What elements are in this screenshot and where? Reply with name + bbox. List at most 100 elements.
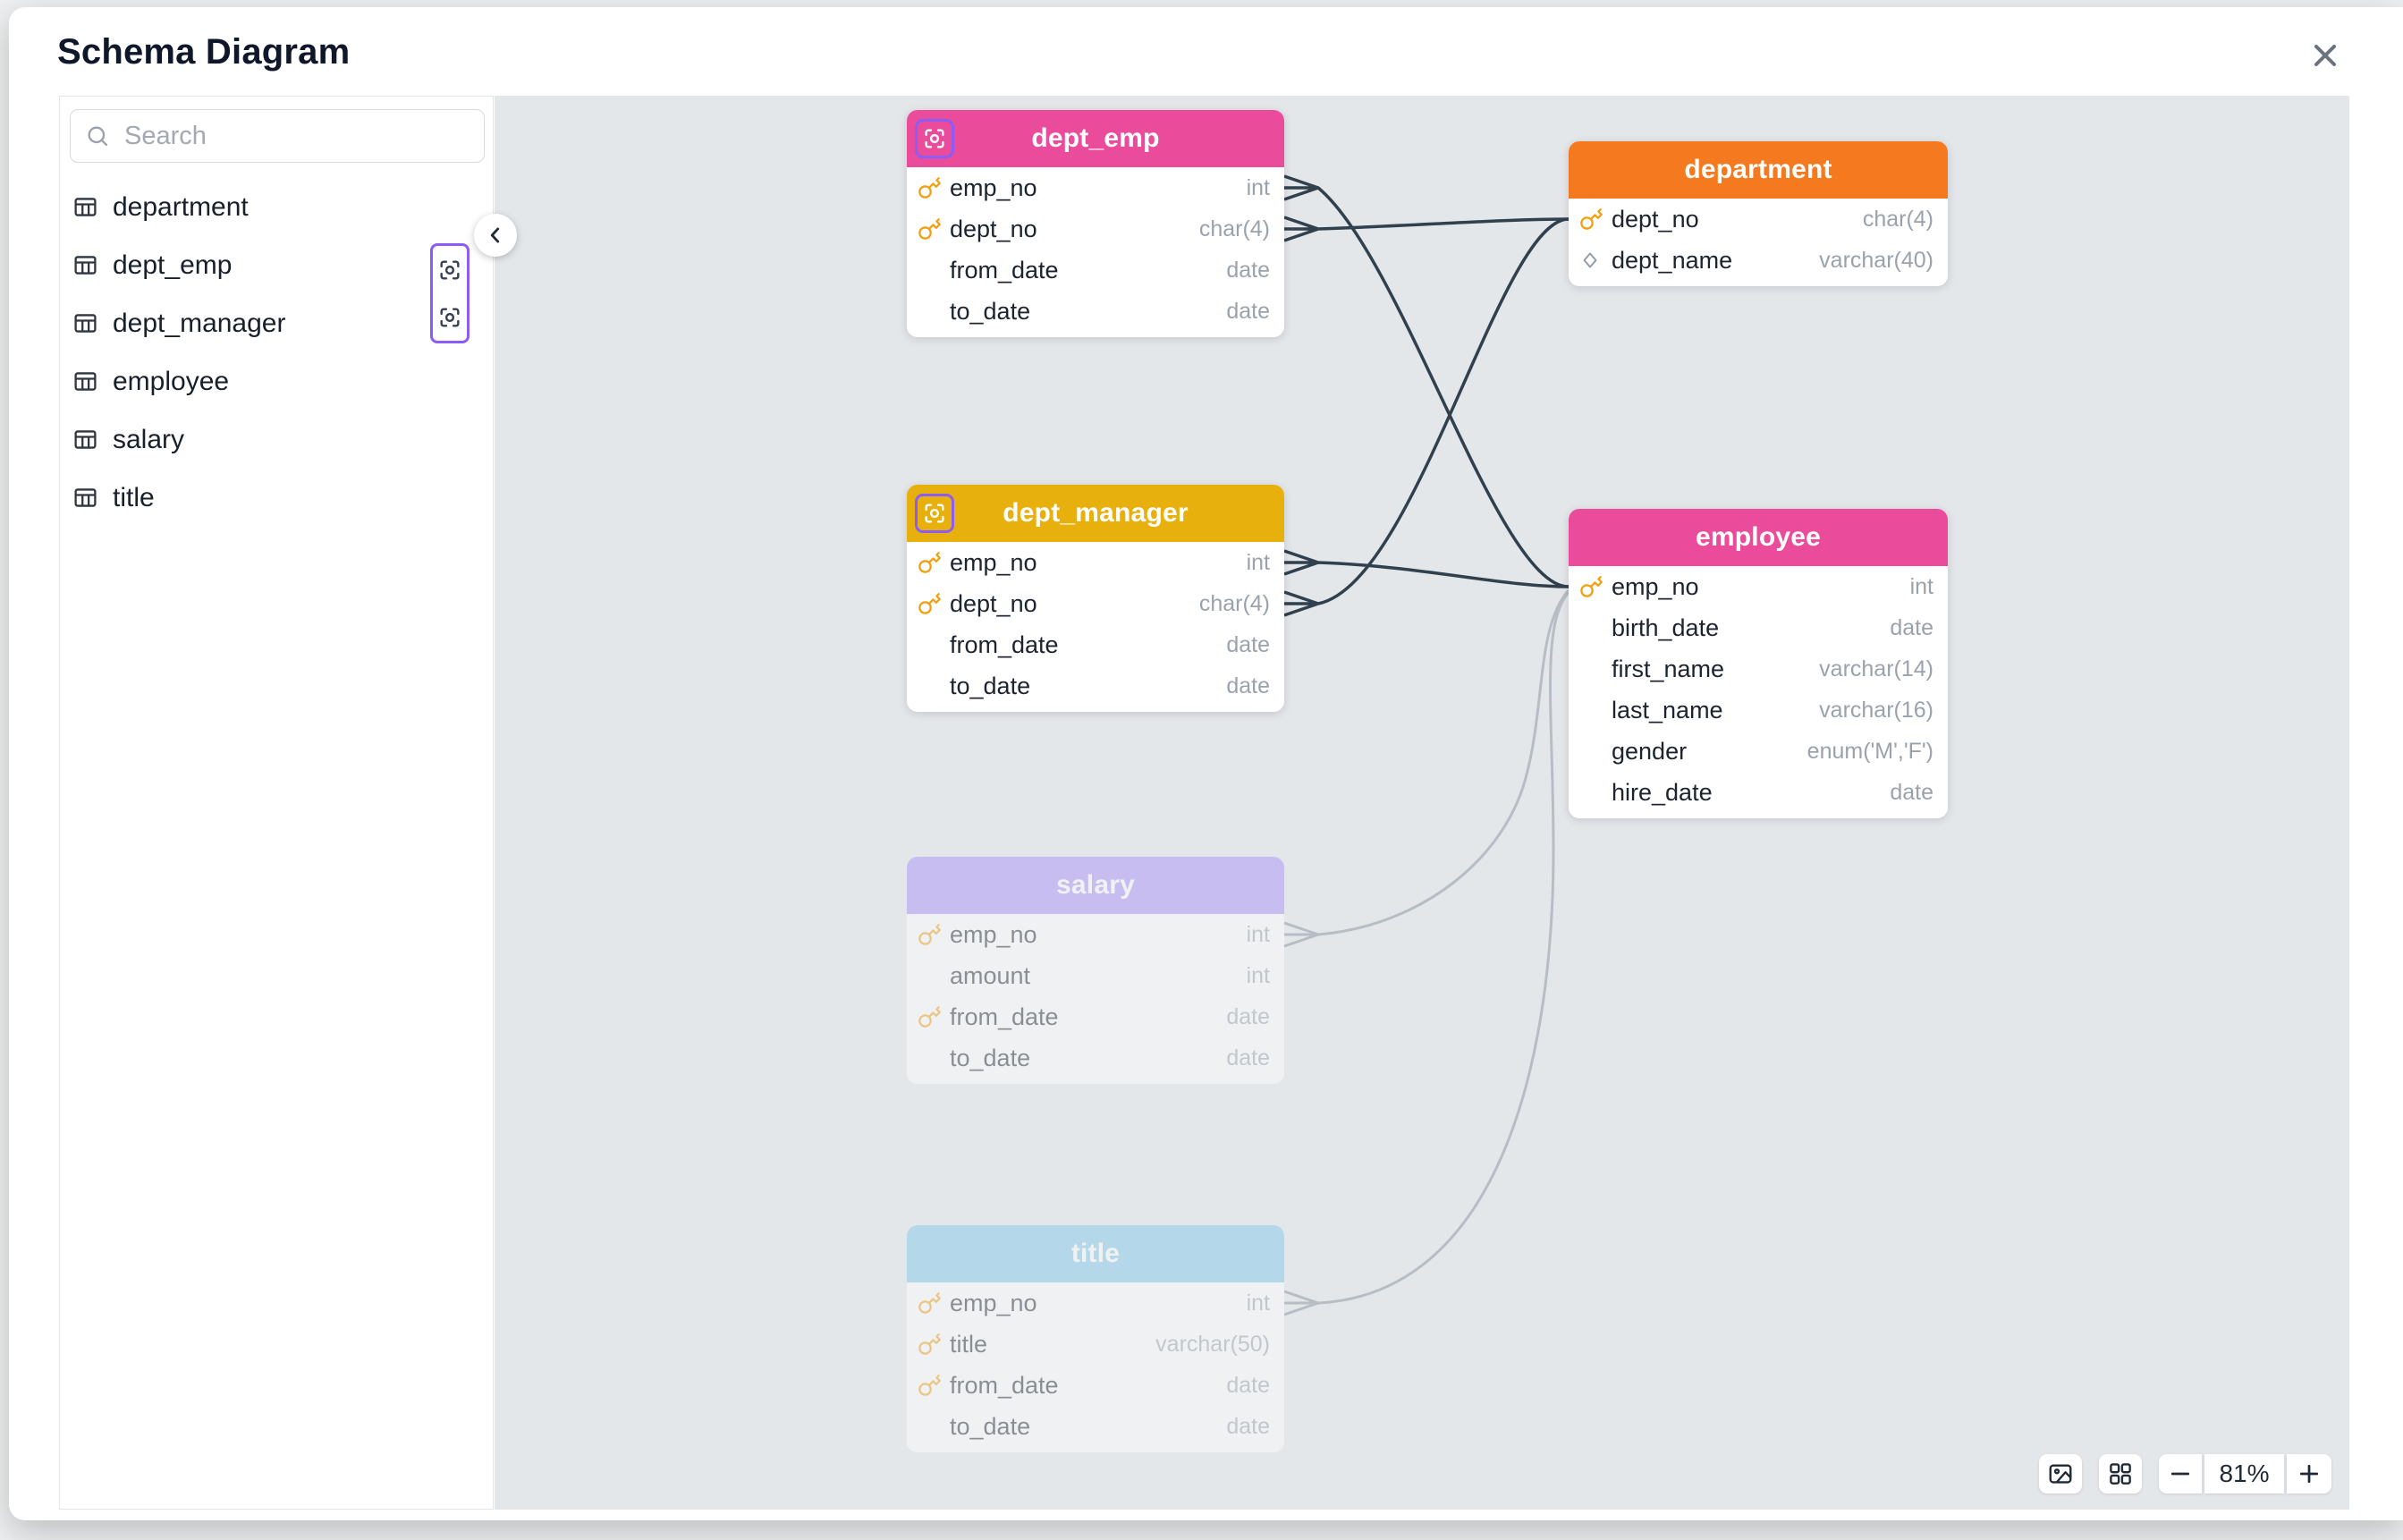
sidebar-item-salary[interactable]: salary	[60, 410, 493, 469]
search-input[interactable]	[123, 120, 470, 152]
field-name: dept_no	[950, 589, 1037, 617]
sidebar-item-label: dept_emp	[113, 250, 233, 280]
key-icon	[918, 592, 942, 616]
entity-header[interactable]: salary	[907, 857, 1284, 914]
close-button[interactable]	[2304, 34, 2347, 77]
field-type: date	[1226, 298, 1270, 324]
field-name: last_name	[1612, 696, 1723, 723]
key-icon	[918, 1374, 942, 1398]
zoom-in-button[interactable]	[2287, 1454, 2331, 1493]
edge-dept_emp.dept_no-to-department.dept_no	[1283, 216, 1570, 242]
field-type: date	[1226, 631, 1270, 657]
entity-title: employee	[1696, 522, 1821, 552]
key-icon	[1579, 207, 1603, 232]
field-name: hire_date	[1612, 778, 1713, 806]
field-name: dept_no	[950, 215, 1037, 242]
field-name: first_name	[1612, 655, 1725, 682]
field-type: int	[1246, 921, 1270, 947]
sidebar-item-label: department	[113, 191, 249, 222]
field-name: emp_no	[950, 920, 1037, 948]
sidebar-item-dept_emp[interactable]: dept_emp	[60, 236, 493, 294]
auto-layout-button[interactable]	[2099, 1454, 2142, 1493]
field-type: date	[1226, 1003, 1270, 1029]
table-icon	[72, 368, 98, 394]
field-name: dept_no	[1612, 205, 1699, 233]
field-row: title varchar(50)	[907, 1324, 1284, 1365]
sidebar-item-department[interactable]: department	[60, 178, 493, 236]
field-type: int	[1909, 573, 1933, 599]
field-name: title	[950, 1330, 988, 1358]
chevron-left-icon	[484, 224, 507, 247]
field-type: varchar(16)	[1819, 697, 1933, 723]
sidebar-item-label: employee	[113, 366, 230, 396]
entity-header[interactable]: department	[1569, 141, 1948, 199]
key-icon	[918, 1333, 942, 1357]
sidebar-item-title[interactable]: title	[60, 469, 493, 527]
focus-icon	[922, 126, 947, 151]
search-box	[70, 109, 485, 163]
entity-header[interactable]: dept_emp	[907, 110, 1284, 167]
relationship-edges	[1283, 174, 1570, 1316]
image-icon	[2047, 1460, 2074, 1487]
field-type: int	[1246, 962, 1270, 988]
close-icon	[2307, 38, 2343, 73]
table-icon	[72, 310, 98, 336]
zoom-control: 81%	[2159, 1454, 2331, 1493]
zoom-level: 81%	[2204, 1454, 2284, 1493]
edge-title.emp_no-to-employee.emp_no	[1283, 591, 1570, 1316]
locate-dept-emp-button[interactable]	[437, 258, 462, 283]
focus-icon	[437, 305, 462, 330]
locate-dept-manager-button[interactable]	[437, 305, 462, 330]
field-name: dept_name	[1612, 246, 1733, 274]
field-type: int	[1246, 1290, 1270, 1316]
table-icon	[72, 485, 98, 511]
field-type: varchar(50)	[1155, 1331, 1270, 1357]
key-icon	[1579, 575, 1603, 599]
field-type: date	[1226, 1045, 1270, 1070]
entity-header[interactable]: title	[907, 1225, 1284, 1282]
export-image-button[interactable]	[2039, 1454, 2082, 1493]
field-name: from_date	[950, 1003, 1059, 1030]
field-name: to_date	[950, 1412, 1031, 1440]
entity-title: title	[1070, 1239, 1121, 1268]
zoom-out-button[interactable]	[2159, 1454, 2202, 1493]
table-icon	[72, 252, 98, 278]
field-type: date	[1890, 779, 1933, 805]
entity-title: salary	[1056, 870, 1135, 900]
canvas-toolbar: 81%	[2039, 1454, 2331, 1493]
field-type: char(4)	[1198, 216, 1270, 241]
field-name: gender	[1612, 737, 1688, 765]
focus-badge[interactable]	[915, 494, 954, 533]
sidebar-item-dept_manager[interactable]: dept_manager	[60, 294, 493, 352]
entity-header[interactable]: dept_manager	[907, 485, 1284, 542]
entity-header[interactable]: employee	[1569, 509, 1948, 566]
minus-icon	[2167, 1460, 2194, 1487]
entity-title: department	[1684, 155, 1832, 184]
entity-title: dept_manager	[1003, 498, 1189, 528]
sidebar-collapse-button[interactable]	[474, 214, 517, 257]
field-name: emp_no	[950, 548, 1037, 576]
field-name: to_date	[950, 672, 1031, 699]
focus-badge[interactable]	[915, 119, 954, 158]
sidebar-item-employee[interactable]: employee	[60, 352, 493, 410]
page-title: Schema Diagram	[57, 32, 351, 72]
search-icon	[85, 123, 110, 148]
focus-icon	[437, 258, 462, 283]
